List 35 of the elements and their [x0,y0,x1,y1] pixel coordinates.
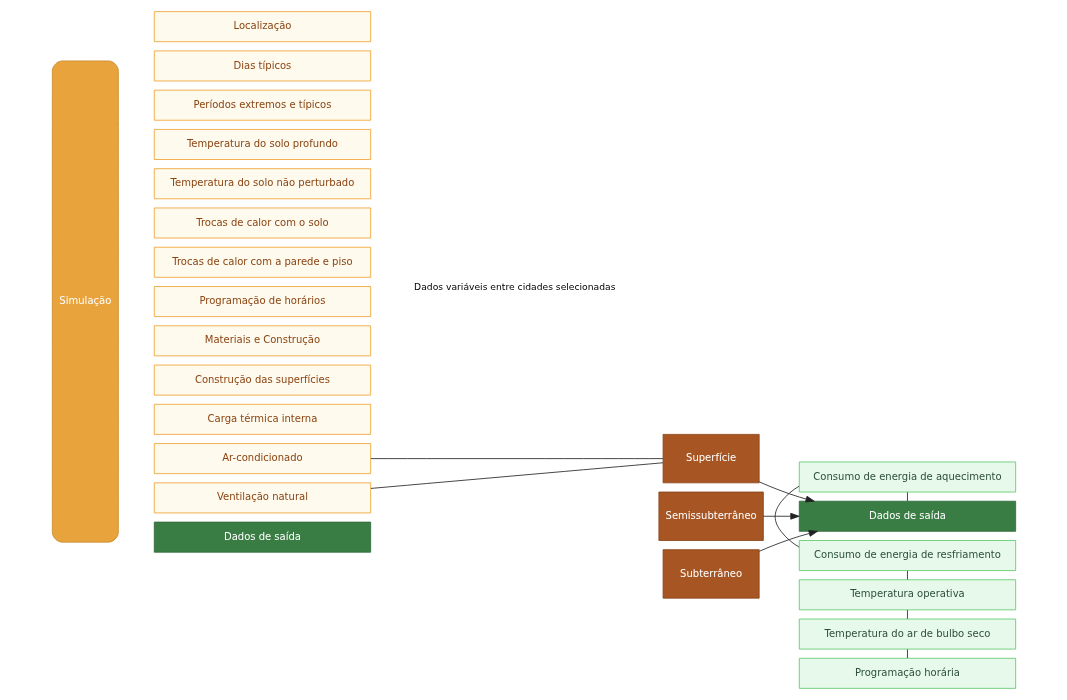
node-box: Temperatura do ar de bulbo seco [798,618,1016,650]
node-box: Temperatura do solo não perturbado [153,168,371,200]
connector [774,485,799,548]
node-box: Temperatura operativa [798,579,1016,611]
connector [370,458,663,460]
label: Dados variáveis entre cidades selecionadas [413,280,615,292]
node-box: Dados de saída [153,521,371,553]
node-box: Temperatura do solo profundo [153,129,371,160]
node-box: Semissubterrâneo [658,491,764,541]
node-box: Dias típicos [153,50,371,82]
node-box: Períodos extremos e típicos [153,89,371,121]
node-box: Superfície [662,433,760,484]
node-box: Trocas de calor com o solo [153,207,371,239]
node-box: Trocas de calor com a parede e piso [153,246,371,278]
node-box: Simulação [51,60,119,543]
connector [906,609,908,620]
node-box: Construção das superfícies [153,364,371,396]
connector [906,649,908,659]
node-box: Ar-condicionado [153,443,371,475]
arrow [758,481,815,503]
node-box: Subterrâneo [662,549,760,599]
connector [370,462,663,489]
connector [906,491,908,502]
arrow [762,512,800,520]
node-box: Programação de horários [153,286,371,317]
node-box: Localização [153,11,371,43]
arrow [758,530,818,552]
node-box: Materiais e Construção [153,325,371,357]
node-box: Carga térmica interna [153,403,371,435]
node-box: Consumo de energia de resfriamento [798,540,1016,571]
node-box: Consumo de energia de aquecimento [798,461,1016,493]
connector [906,570,908,580]
node-box: Programação horária [798,657,1016,689]
node-box: Dados de saída [798,500,1016,532]
node-box: Ventilação natural [153,482,371,514]
